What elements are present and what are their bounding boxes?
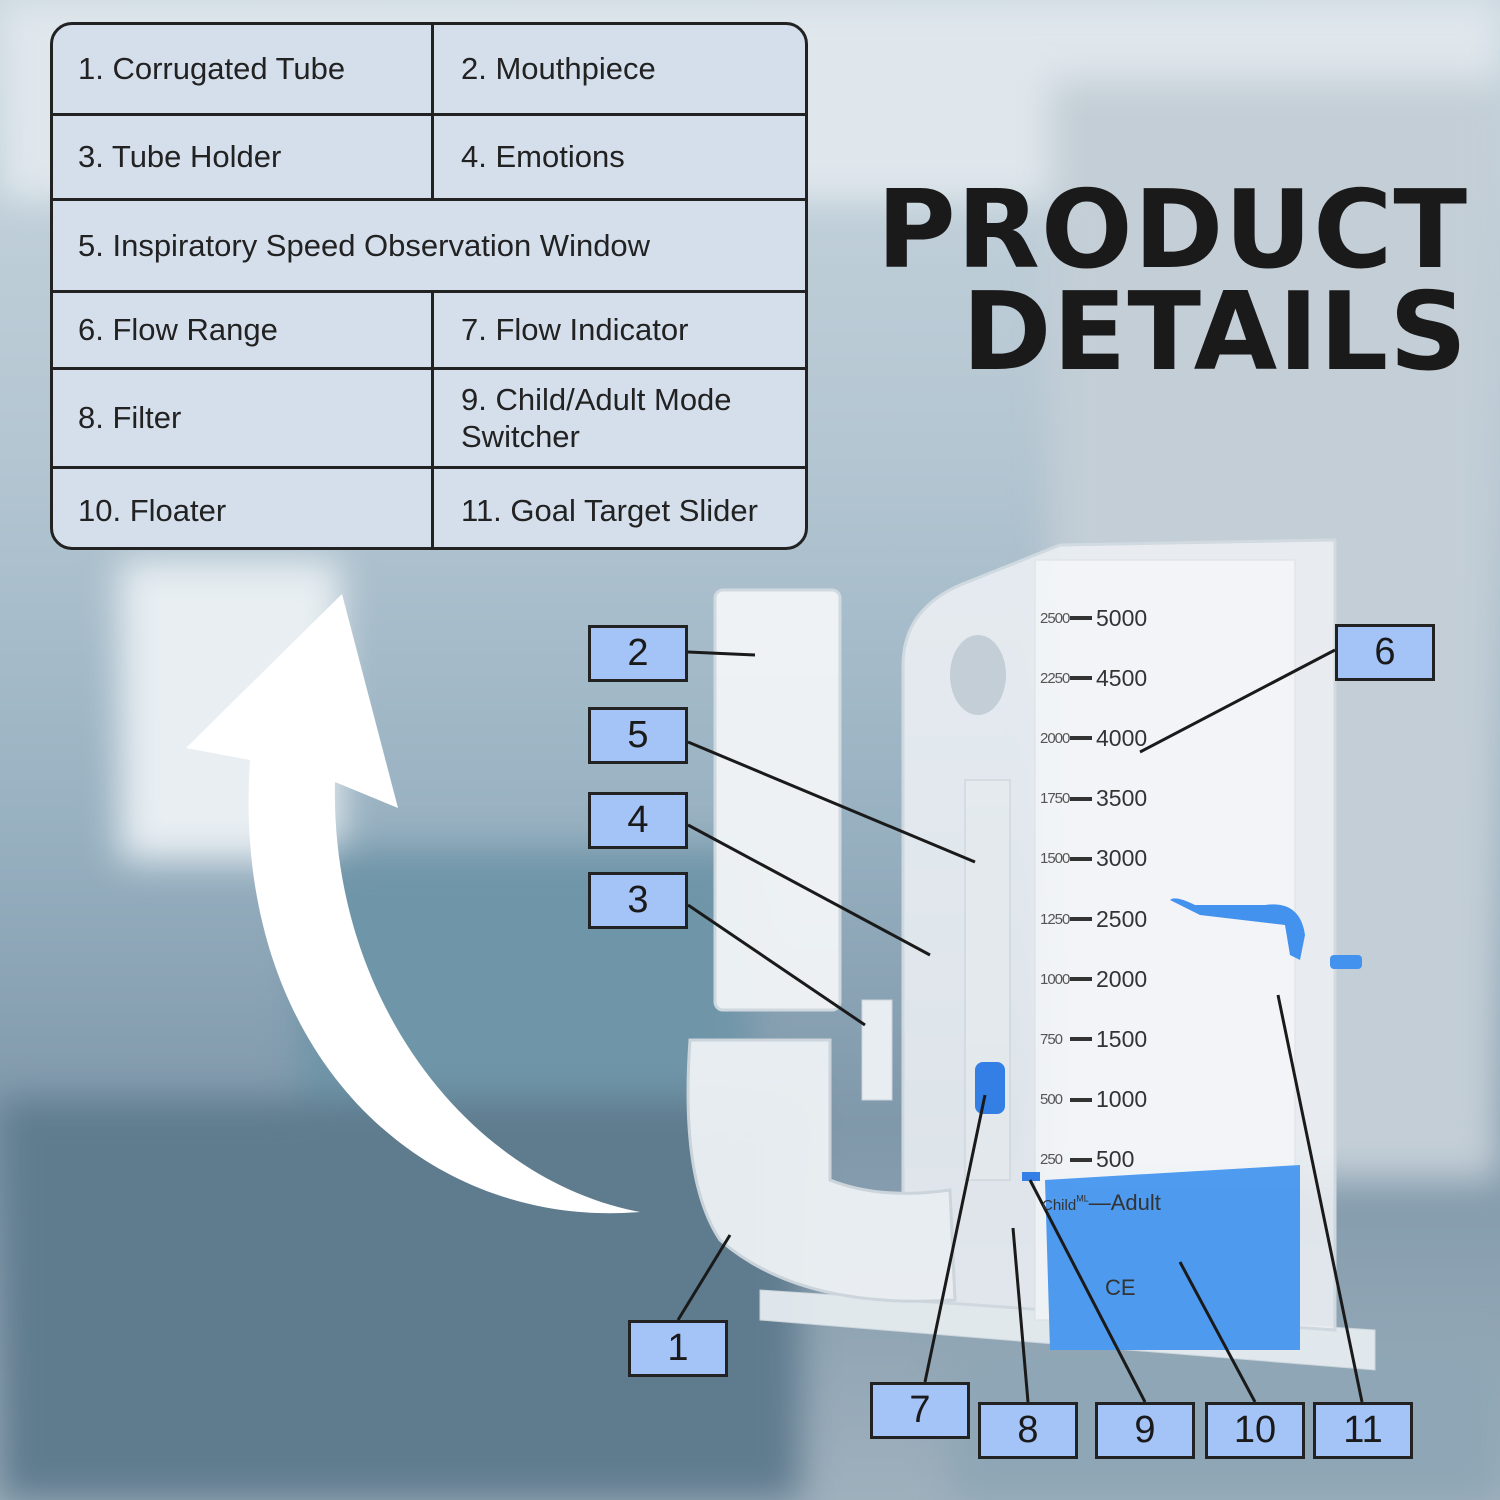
adult-scale-value: 4500: [1096, 664, 1148, 691]
tick-mark: [1070, 917, 1092, 922]
adult-scale-value: 3000: [1096, 845, 1148, 872]
mouthpiece: [713, 588, 842, 1012]
child-scale-value: 2500: [1040, 609, 1070, 627]
legend-item: 4. Emotions: [431, 116, 805, 198]
callout-lines: [676, 648, 1364, 1403]
legend-row: 1. Corrugated Tube 2. Mouthpiece: [53, 25, 805, 116]
legend-item: 9. Child/Adult Mode Switcher: [431, 370, 805, 466]
callout-label-1: 1: [628, 1320, 728, 1377]
curved-arrow-icon: [186, 594, 640, 1214]
child-scale-value: 250: [1040, 1151, 1063, 1169]
scale-tick: 750 1500: [1040, 1009, 1147, 1069]
flow-indicator: [975, 1062, 1005, 1114]
legend-row: 3. Tube Holder 4. Emotions: [53, 116, 805, 201]
scale-tick: 2500 5000: [1040, 588, 1147, 648]
scale-tick: 250 500: [1040, 1130, 1147, 1190]
tick-mark: [1070, 616, 1092, 621]
child-scale-value: 500: [1040, 1091, 1063, 1109]
callout-label-4: 4: [588, 792, 688, 849]
scale-tick: 1750 3500: [1040, 769, 1147, 829]
scale-tick: 1000 2000: [1040, 949, 1147, 1009]
callout-label-7: 7: [870, 1382, 970, 1439]
legend-row: 5. Inspiratory Speed Observation Window: [53, 201, 805, 293]
child-scale-value: 1250: [1040, 910, 1070, 928]
parts-legend-table: 1. Corrugated Tube 2. Mouthpiece 3. Tube …: [50, 22, 808, 550]
scale-tick: 500 1000: [1040, 1070, 1147, 1130]
callout-label-2: 2: [588, 625, 688, 682]
callout-label-8: 8: [978, 1402, 1078, 1459]
legend-item: 3. Tube Holder: [78, 139, 282, 175]
title-line: PRODUCT: [876, 168, 1468, 293]
legend-item: 10. Floater: [78, 493, 227, 529]
adult-scale-value: 2500: [1096, 905, 1148, 932]
child-scale-value: 1000: [1040, 970, 1070, 988]
floater: [1045, 1165, 1300, 1350]
tick-mark: [1070, 1097, 1092, 1102]
callout-label-11: 11: [1313, 1402, 1413, 1459]
goal-target-slider: [1170, 898, 1305, 960]
flow-range-scale: 2500 5000 2250 4500 2000 4000 1750 3500 1500 3000…: [1040, 588, 1147, 1190]
legend-item: 6. Flow Range: [78, 312, 278, 348]
legend-item: 7. Flow Indicator: [431, 293, 805, 367]
child-scale-value: 2250: [1040, 669, 1070, 687]
tick-mark: [1070, 736, 1092, 741]
tick-mark: [1070, 796, 1092, 801]
title-line: DETAILS: [961, 270, 1468, 395]
callout-label-9: 9: [1095, 1402, 1195, 1459]
scale-tick: 2250 4500: [1040, 648, 1147, 708]
scale-tick: 1500 3000: [1040, 829, 1147, 889]
legend-item: 1. Corrugated Tube: [78, 51, 346, 87]
adult-scale-value: 4000: [1096, 724, 1148, 751]
child-scale-value: 750: [1040, 1030, 1063, 1048]
legend-item: 8. Filter: [78, 400, 182, 436]
legend-row: 10. Floater 11. Goal Target Slider: [53, 469, 805, 547]
callout-label-6: 6: [1335, 624, 1435, 681]
child-scale-value: 1500: [1040, 850, 1070, 868]
legend-item: 11. Goal Target Slider: [431, 469, 805, 547]
tick-mark: [1070, 1037, 1092, 1042]
adult-scale-value: 5000: [1096, 604, 1148, 631]
tick-mark: [1070, 1157, 1092, 1162]
adult-scale-value: 3500: [1096, 785, 1148, 812]
spirometer-device: [686, 538, 1376, 1371]
tick-mark: [1070, 676, 1092, 681]
callout-label-5: 5: [588, 707, 688, 764]
adult-scale-value: 1500: [1096, 1025, 1148, 1052]
tick-mark: [1070, 977, 1092, 982]
adult-scale-value: 500: [1096, 1146, 1135, 1173]
scale-tick: 1250 2500: [1040, 889, 1147, 949]
legend-item: 2. Mouthpiece: [431, 25, 805, 113]
mode-switch-text: ChildML—Adult: [1042, 1190, 1161, 1215]
scale-tick: 2000 4000: [1040, 708, 1147, 768]
corrugated-tube: [686, 1038, 957, 1303]
legend-item: 5. Inspiratory Speed Observation Window: [78, 227, 651, 263]
legend-row: 8. Filter 9. Child/Adult Mode Switcher: [53, 370, 805, 469]
tick-mark: [1070, 856, 1092, 861]
child-scale-value: 1750: [1040, 790, 1070, 808]
callout-label-3: 3: [588, 872, 688, 929]
child-scale-value: 2000: [1040, 729, 1070, 747]
ce-mark: CE: [1105, 1275, 1136, 1300]
legend-row: 6. Flow Range 7. Flow Indicator: [53, 293, 805, 370]
callout-label-10: 10: [1205, 1402, 1305, 1459]
adult-scale-value: 1000: [1096, 1086, 1148, 1113]
adult-scale-value: 2000: [1096, 965, 1148, 992]
